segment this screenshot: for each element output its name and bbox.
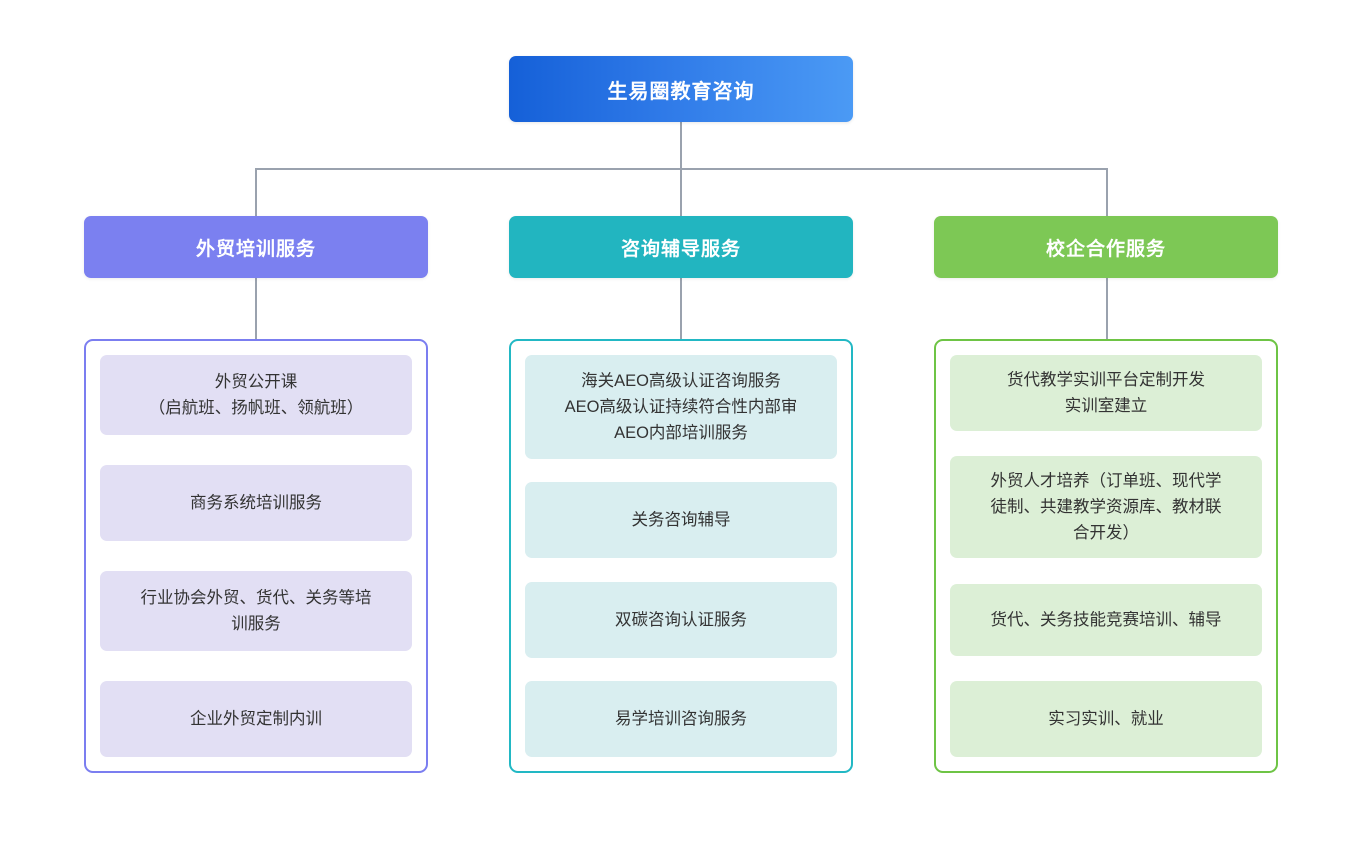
list-item[interactable]: 海关AEO高级认证咨询服务 AEO高级认证持续符合性内部审 AEO内部培训服务 [525, 355, 837, 459]
branch-group-xiaoqi-hezuo: 货代教学实训平台定制开发 实训室建立 外贸人才培养（订单班、现代学 徒制、共建教… [934, 339, 1278, 773]
root-node-label: 生易圈教育咨询 [607, 80, 755, 103]
list-item[interactable]: 货代、关务技能竞赛培训、辅导 [950, 583, 1262, 656]
connector-bus-to-branch-3 [1106, 168, 1108, 217]
connector-branch-2-to-group [680, 278, 682, 340]
connector-branch-1-to-group [255, 278, 257, 340]
list-item[interactable]: 货代教学实训平台定制开发 实训室建立 [950, 355, 1262, 431]
branch-header-waimao-peixun[interactable]: 外贸培训服务 [84, 216, 428, 278]
branch-header-label: 咨询辅导服务 [620, 238, 741, 260]
branch-header-zixun-fudao[interactable]: 咨询辅导服务 [509, 216, 853, 278]
branch-header-label: 外贸培训服务 [195, 238, 316, 260]
list-item[interactable]: 企业外贸定制内训 [100, 681, 412, 757]
list-item[interactable]: 外贸人才培养（订单班、现代学 徒制、共建教学资源库、教材联 合开发） [950, 456, 1262, 559]
connector-root-stem [680, 122, 682, 169]
list-item[interactable]: 外贸公开课 （启航班、扬帆班、领航班） [100, 355, 412, 435]
list-item[interactable]: 行业协会外贸、货代、关务等培 训服务 [100, 571, 412, 651]
connector-bus-to-branch-1 [255, 168, 257, 217]
list-item[interactable]: 关务咨询辅导 [525, 482, 837, 559]
list-item[interactable]: 实习实训、就业 [950, 680, 1262, 757]
list-item[interactable]: 商务系统培训服务 [100, 465, 412, 541]
branch-group-zixun-fudao: 海关AEO高级认证咨询服务 AEO高级认证持续符合性内部审 AEO内部培训服务 … [509, 339, 853, 773]
list-item[interactable]: 易学培训咨询服务 [525, 680, 837, 757]
root-node[interactable]: 生易圈教育咨询 [509, 56, 853, 122]
branch-header-xiaoqi-hezuo[interactable]: 校企合作服务 [934, 216, 1278, 278]
connector-bus-to-branch-2 [680, 168, 682, 217]
connector-branch-3-to-group [1106, 278, 1108, 340]
branch-group-waimao-peixun: 外贸公开课 （启航班、扬帆班、领航班） 商务系统培训服务 行业协会外贸、货代、关… [84, 339, 428, 773]
branch-header-label: 校企合作服务 [1045, 238, 1166, 260]
list-item[interactable]: 双碳咨询认证服务 [525, 581, 837, 658]
